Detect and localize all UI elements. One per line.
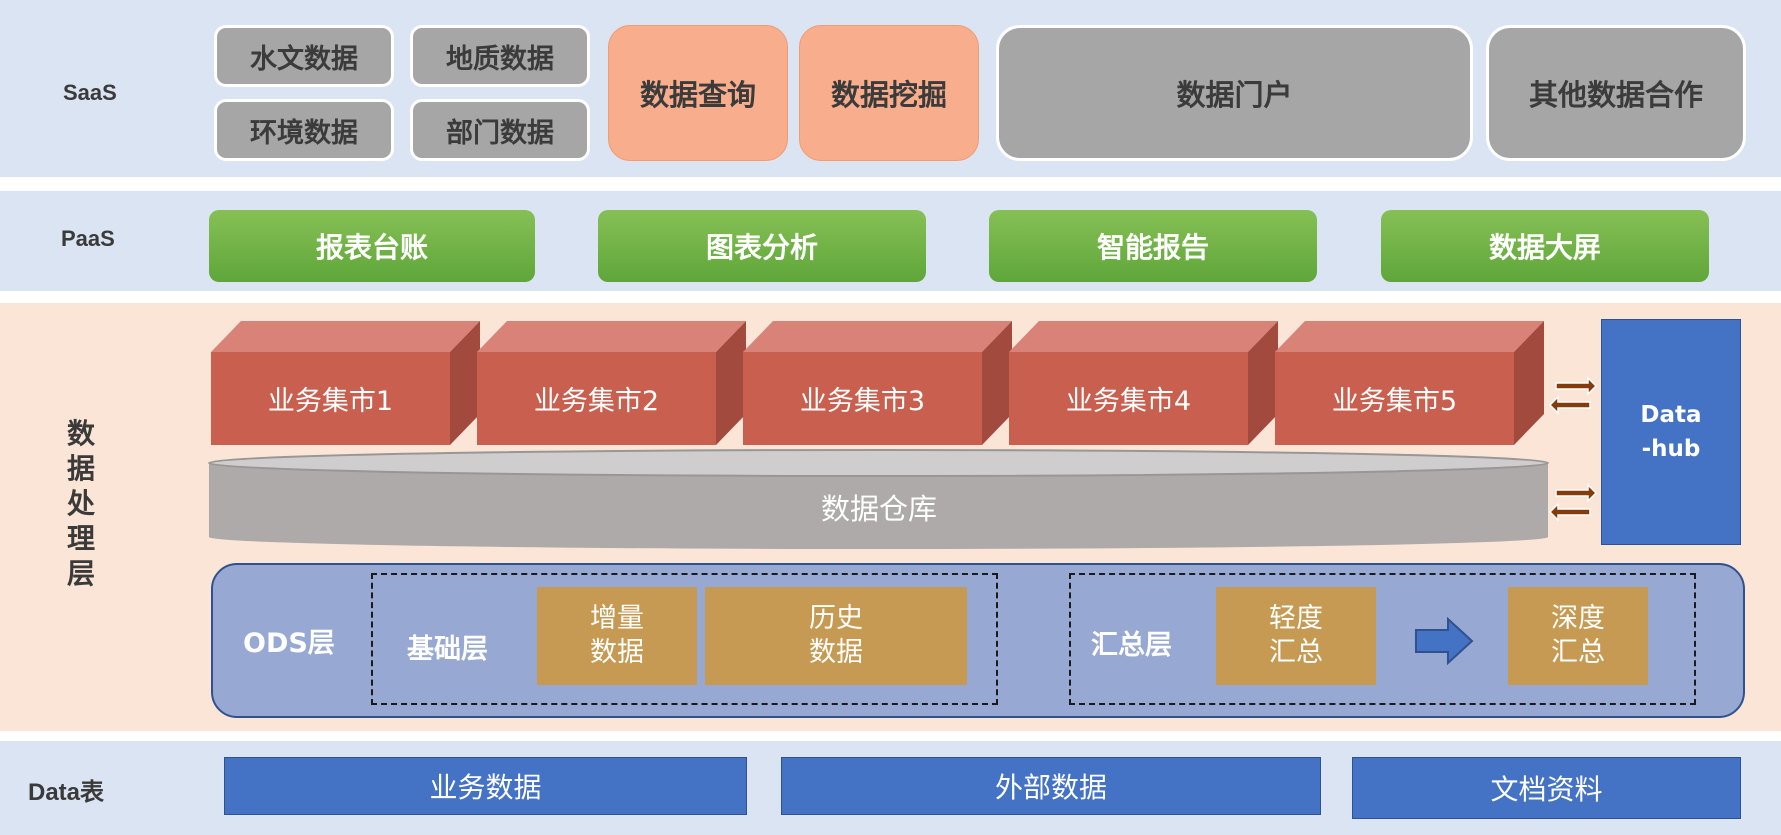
ods-panel	[211, 563, 1745, 718]
datahub-label: Data-hub	[1640, 402, 1702, 462]
base-layer-label: 基础层	[407, 634, 488, 665]
deep-summary-label: 深度汇总	[1551, 603, 1605, 668]
mart-label: 业务集市1	[267, 386, 394, 417]
mart-label: 业务集市4	[1065, 386, 1192, 417]
mart-cube	[477, 321, 746, 445]
data-layer-label: Data表	[28, 779, 105, 806]
mart-cube	[1009, 321, 1278, 445]
environment-data-box: 环境数据	[214, 99, 394, 161]
geology-data-box: 地质数据	[410, 25, 590, 87]
warehouse-label: 数据仓库	[820, 492, 937, 526]
summary-layer-label: 汇总层	[1091, 630, 1172, 661]
hydrology-data-box: 水文数据	[214, 25, 394, 87]
light-summary-box: 轻度汇总	[1216, 587, 1376, 685]
saas-layer-label: SaaS	[63, 80, 117, 105]
data-portal-box: 数据门户	[996, 25, 1473, 161]
department-data-box: 部门数据	[410, 99, 590, 161]
deep-summary-box: 深度汇总	[1508, 587, 1648, 685]
incremental-data-label: 增量数据	[590, 603, 644, 668]
history-data-label: 历史数据	[809, 603, 863, 668]
exchange-arrows-icon	[1548, 483, 1598, 522]
data-query-box: 数据查询	[608, 25, 788, 161]
paas-layer-label: PaaS	[61, 226, 115, 251]
mart-cube	[743, 321, 1012, 445]
other-data-cooperation-box: 其他数据合作	[1486, 25, 1746, 161]
mart-label: 业务集市2	[533, 386, 660, 417]
mart-cube	[211, 321, 480, 445]
mart-label: 业务集市5	[1331, 386, 1458, 417]
incremental-data-box: 增量数据	[537, 587, 697, 685]
data-table-item: 文档资料	[1352, 757, 1741, 819]
history-data-box: 历史数据	[705, 587, 967, 685]
light-summary-label: 轻度汇总	[1269, 603, 1323, 668]
mart-cube	[1275, 321, 1544, 445]
datahub-box: Data-hub	[1601, 319, 1741, 545]
data-table-item: 业务数据	[224, 757, 747, 815]
mart-label: 业务集市3	[799, 386, 926, 417]
right-arrow-icon	[1415, 617, 1474, 665]
ods-layer-label: ODS层	[243, 628, 335, 659]
exchange-arrows-icon	[1548, 376, 1598, 415]
data-mining-box: 数据挖掘	[799, 25, 979, 161]
summary-layer-frame	[1069, 573, 1696, 705]
paas-item: 报表台账	[209, 210, 535, 282]
paas-item: 数据大屏	[1381, 210, 1709, 282]
paas-item: 智能报告	[989, 210, 1317, 282]
data-table-item: 外部数据	[781, 757, 1321, 815]
paas-item: 图表分析	[598, 210, 926, 282]
processing-layer-label: 数据处理层	[66, 417, 95, 590]
base-layer-frame	[371, 573, 998, 705]
